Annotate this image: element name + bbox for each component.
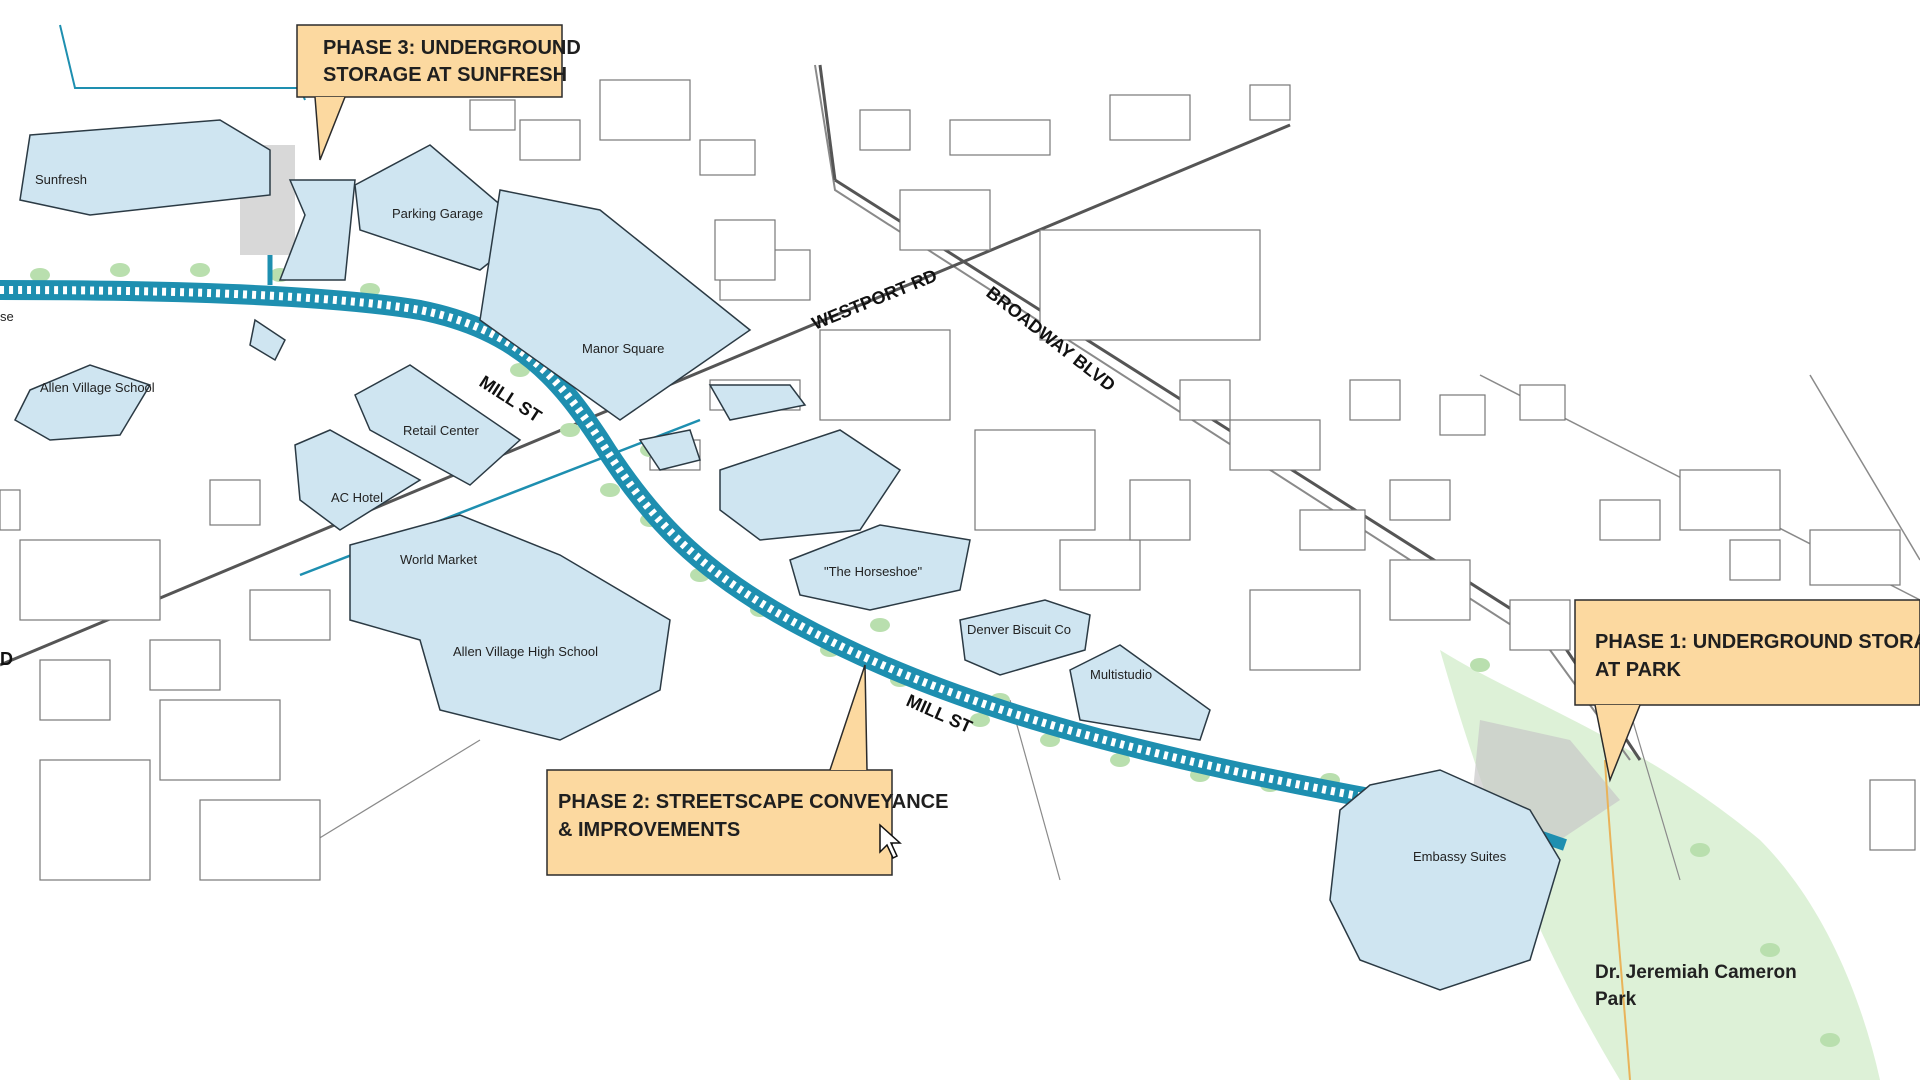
context-building — [0, 489, 21, 531]
phase1-callout-box — [1574, 599, 1920, 706]
phase3-line1: PHASE 3: UNDERGROUND — [323, 37, 581, 59]
small-building-2 — [638, 429, 701, 471]
unnamed-building — [719, 429, 902, 541]
horseshoe-building — [789, 524, 971, 611]
mouse-cursor-icon — [879, 823, 902, 860]
context-building — [1349, 379, 1401, 421]
park-label-line1: Dr. Jeremiah Cameron — [1595, 962, 1797, 983]
allen-village-school-label: Allen Village School — [40, 380, 155, 395]
utility-line — [59, 24, 306, 101]
embassy-suites-building — [1329, 769, 1561, 991]
context-building — [1109, 94, 1191, 141]
denver-biscuit-label: Denver Biscuit Co — [967, 622, 1071, 637]
context-building — [819, 329, 951, 421]
context-building — [1129, 479, 1191, 541]
ac-hotel-label: AC Hotel — [331, 490, 383, 505]
context-building — [1389, 479, 1451, 521]
phase1-callout-pointer — [1594, 704, 1641, 783]
sunfresh-label: Sunfresh — [35, 172, 87, 187]
phase1-callout: PHASE 1: UNDERGROUND STORAGE AT PARK — [1574, 599, 1920, 783]
context-building — [699, 139, 756, 176]
park-label-line2: Park — [1595, 989, 1637, 1010]
context-building — [949, 119, 1051, 156]
context-building — [159, 699, 281, 781]
westport-rd-label: WESTPORT RD — [809, 265, 940, 333]
context-building — [1249, 84, 1291, 121]
world-market-label: World Market — [400, 552, 477, 567]
context-building — [149, 639, 221, 691]
context-building — [1519, 384, 1566, 421]
side-street-3 — [299, 739, 481, 851]
key-buildings — [14, 119, 1561, 991]
context-building — [1439, 394, 1486, 436]
parking-garage-label: Parking Garage — [392, 206, 483, 221]
context-building — [1229, 419, 1321, 471]
context-building — [1509, 599, 1571, 651]
cropped-label-fragment: se — [0, 309, 14, 324]
context-building — [39, 659, 111, 721]
park-path — [1604, 759, 1631, 1080]
horseshoe-label: "The Horseshoe" — [824, 564, 922, 579]
context-buildings — [0, 79, 1916, 881]
multistudio-building — [1069, 644, 1211, 741]
retail-center-building — [354, 364, 522, 486]
small-building — [249, 318, 286, 362]
context-building — [19, 539, 161, 621]
retail-center-label: Retail Center — [403, 423, 480, 438]
context-building — [249, 589, 331, 641]
phase3-callout: PHASE 3: UNDERGROUND STORAGE AT SUNFRESH — [296, 24, 581, 161]
multistudio-label: Multistudio — [1090, 667, 1152, 682]
context-building — [1299, 509, 1366, 551]
phase2-callout-box — [546, 769, 893, 876]
allen-village-high-school-building — [349, 514, 671, 741]
allen-village-school-building — [14, 364, 152, 441]
phase1-line2: AT PARK — [1595, 659, 1681, 681]
denver-biscuit-building — [959, 599, 1091, 676]
manor-square-building — [479, 189, 752, 421]
context-building — [519, 119, 581, 161]
context-building — [1059, 539, 1141, 591]
context-building — [1039, 229, 1261, 341]
context-building — [1869, 779, 1916, 851]
context-building — [1729, 539, 1781, 581]
context-building — [859, 109, 911, 151]
allen-village-high-school-label: Allen Village High School — [453, 644, 598, 659]
context-building — [1599, 499, 1661, 541]
conveyance-pipe — [0, 280, 1382, 810]
sunfresh-building — [19, 119, 271, 216]
context-building — [469, 99, 516, 131]
phase2-line1: PHASE 2: STREETSCAPE CONVEYANCE — [558, 791, 948, 813]
blank-area-bottom-left — [0, 880, 1340, 1080]
side-street-2 — [1809, 374, 1920, 561]
manor-square-label: Manor Square — [582, 341, 664, 356]
sunfresh-annex — [278, 179, 356, 281]
embassy-suites-label: Embassy Suites — [1413, 849, 1507, 864]
small-building-3 — [708, 384, 807, 421]
context-building — [199, 799, 321, 881]
phase2-callout: PHASE 2: STREETSCAPE CONVEYANCE & IMPROV… — [546, 664, 948, 876]
context-building — [1389, 559, 1471, 621]
context-building — [1179, 379, 1231, 421]
ac-hotel-building — [294, 429, 422, 531]
phase3-callout-box — [296, 24, 563, 98]
broadway-north — [818, 64, 837, 181]
context-building — [1679, 469, 1781, 531]
phase2-line2: & IMPROVEMENTS — [558, 819, 740, 841]
context-building — [974, 429, 1096, 531]
context-building — [1249, 589, 1361, 671]
context-building — [1809, 529, 1901, 586]
phase2-callout-pointer — [829, 664, 868, 771]
phase1-line1: PHASE 1: UNDERGROUND STORAGE — [1595, 631, 1920, 653]
context-building — [209, 479, 261, 526]
cropped-road-label: D — [0, 649, 13, 669]
phase3-line2: STORAGE AT SUNFRESH — [323, 64, 567, 86]
context-building — [714, 219, 776, 281]
blank-area-top-right — [1290, 0, 1920, 370]
context-building — [39, 759, 151, 881]
context-building — [899, 189, 991, 251]
phase3-callout-pointer — [314, 96, 346, 161]
context-building — [599, 79, 691, 141]
side-street-5 — [1009, 699, 1061, 881]
